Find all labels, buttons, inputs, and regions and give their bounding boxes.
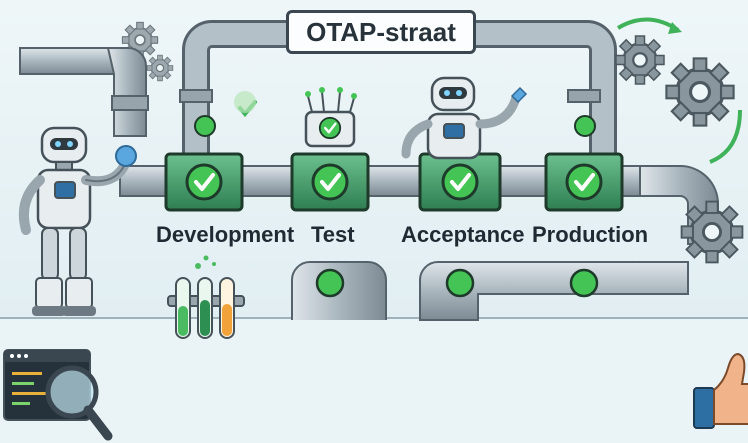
thumbs-up-icon	[693, 352, 748, 429]
stage-valve-development	[164, 152, 244, 212]
gear-icon	[680, 200, 744, 264]
gear-icon	[664, 56, 736, 128]
stage-valve-acceptance	[418, 152, 502, 212]
title-text: OTAP-straat	[306, 16, 456, 47]
robot-icon	[18, 126, 137, 316]
gear-icon	[146, 54, 174, 82]
magnifier-icon	[45, 365, 113, 441]
stage-label-test: Test	[311, 222, 355, 247]
stage-label-acceptance: Acceptance	[401, 222, 525, 247]
page-title: OTAP-straat	[286, 10, 476, 54]
gear-icon	[614, 34, 666, 86]
stage-label-production: Production	[532, 222, 649, 247]
test-tube-icon	[167, 255, 245, 339]
stage-valve-test	[290, 152, 370, 212]
robot-icon	[304, 87, 357, 148]
stage-label-development: Development	[156, 222, 295, 247]
robot-icon	[401, 76, 528, 160]
stage-valve-production	[544, 152, 624, 212]
